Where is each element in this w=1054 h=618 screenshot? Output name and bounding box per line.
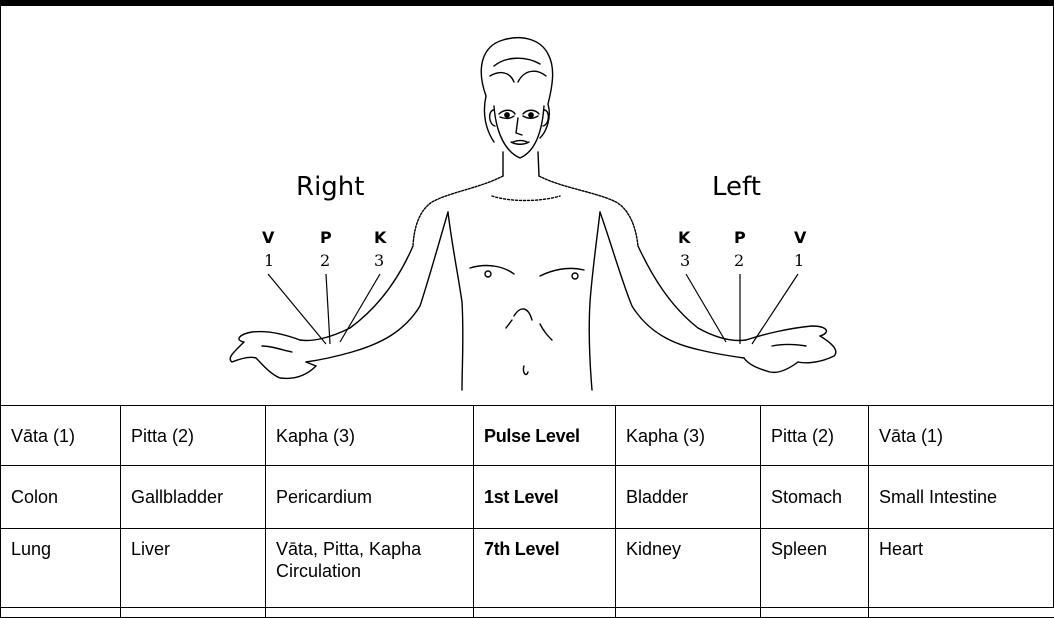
right-number-2: 2 <box>320 251 330 270</box>
table-cell: Heart <box>869 529 1054 618</box>
left-label: Left <box>712 172 761 202</box>
right-pointer-lines <box>268 274 380 344</box>
table-cell: Vāta (1) <box>869 406 1054 466</box>
table-cell: Gallbladder <box>121 466 266 529</box>
table-row: Colon Gallbladder Pericardium 1st Level … <box>1 466 1054 529</box>
table-cell-level: 7th Level <box>474 529 616 618</box>
table-cell: Spleen <box>761 529 869 618</box>
table-cell: Bladder <box>616 466 761 529</box>
right-number-1: 1 <box>264 251 274 270</box>
table-cell: Colon <box>1 466 121 529</box>
table-cell-level: 1st Level <box>474 466 616 529</box>
table-cell: Stomach <box>761 466 869 529</box>
table-cell: Kapha (3) <box>616 406 761 466</box>
table-cell: Pitta (2) <box>761 406 869 466</box>
table-cell: Pitta (2) <box>121 406 266 466</box>
left-letter-2: P <box>734 228 746 247</box>
right-letter-3: K <box>374 228 387 247</box>
table-cell: Kidney <box>616 529 761 618</box>
table-row: Lung Liver Vāta, Pitta, Kapha Circulatio… <box>1 529 1054 618</box>
left-letter-3: V <box>794 228 807 247</box>
right-number-3: 3 <box>374 251 384 270</box>
table-cell: Vāta (1) <box>1 406 121 466</box>
pulse-table: Vāta (1) Pitta (2) Kapha (3) Pulse Level… <box>0 405 1054 618</box>
left-number-2: 2 <box>734 251 744 270</box>
left-number-1: 3 <box>680 251 690 270</box>
table-cell-level: Pulse Level <box>474 406 616 466</box>
table-cell: Pericardium <box>266 466 474 529</box>
left-letter-1: K <box>678 228 691 247</box>
left-number-3: 1 <box>794 251 804 270</box>
table-cell: Liver <box>121 529 266 618</box>
table-cell: Lung <box>1 529 121 618</box>
pulse-figure: Right V P K 1 2 3 Left K P V 3 2 1 <box>0 6 1054 405</box>
table-cell: Kapha (3) <box>266 406 474 466</box>
table-cell: Vāta, Pitta, Kapha Circulation <box>266 529 474 618</box>
table-cell: Small Intestine <box>869 466 1054 529</box>
right-letter-2: P <box>320 228 332 247</box>
right-label: Right <box>296 172 364 202</box>
table-row-header: Vāta (1) Pitta (2) Kapha (3) Pulse Level… <box>1 406 1054 466</box>
left-pointer-lines <box>686 274 798 344</box>
right-letter-1: V <box>262 228 275 247</box>
